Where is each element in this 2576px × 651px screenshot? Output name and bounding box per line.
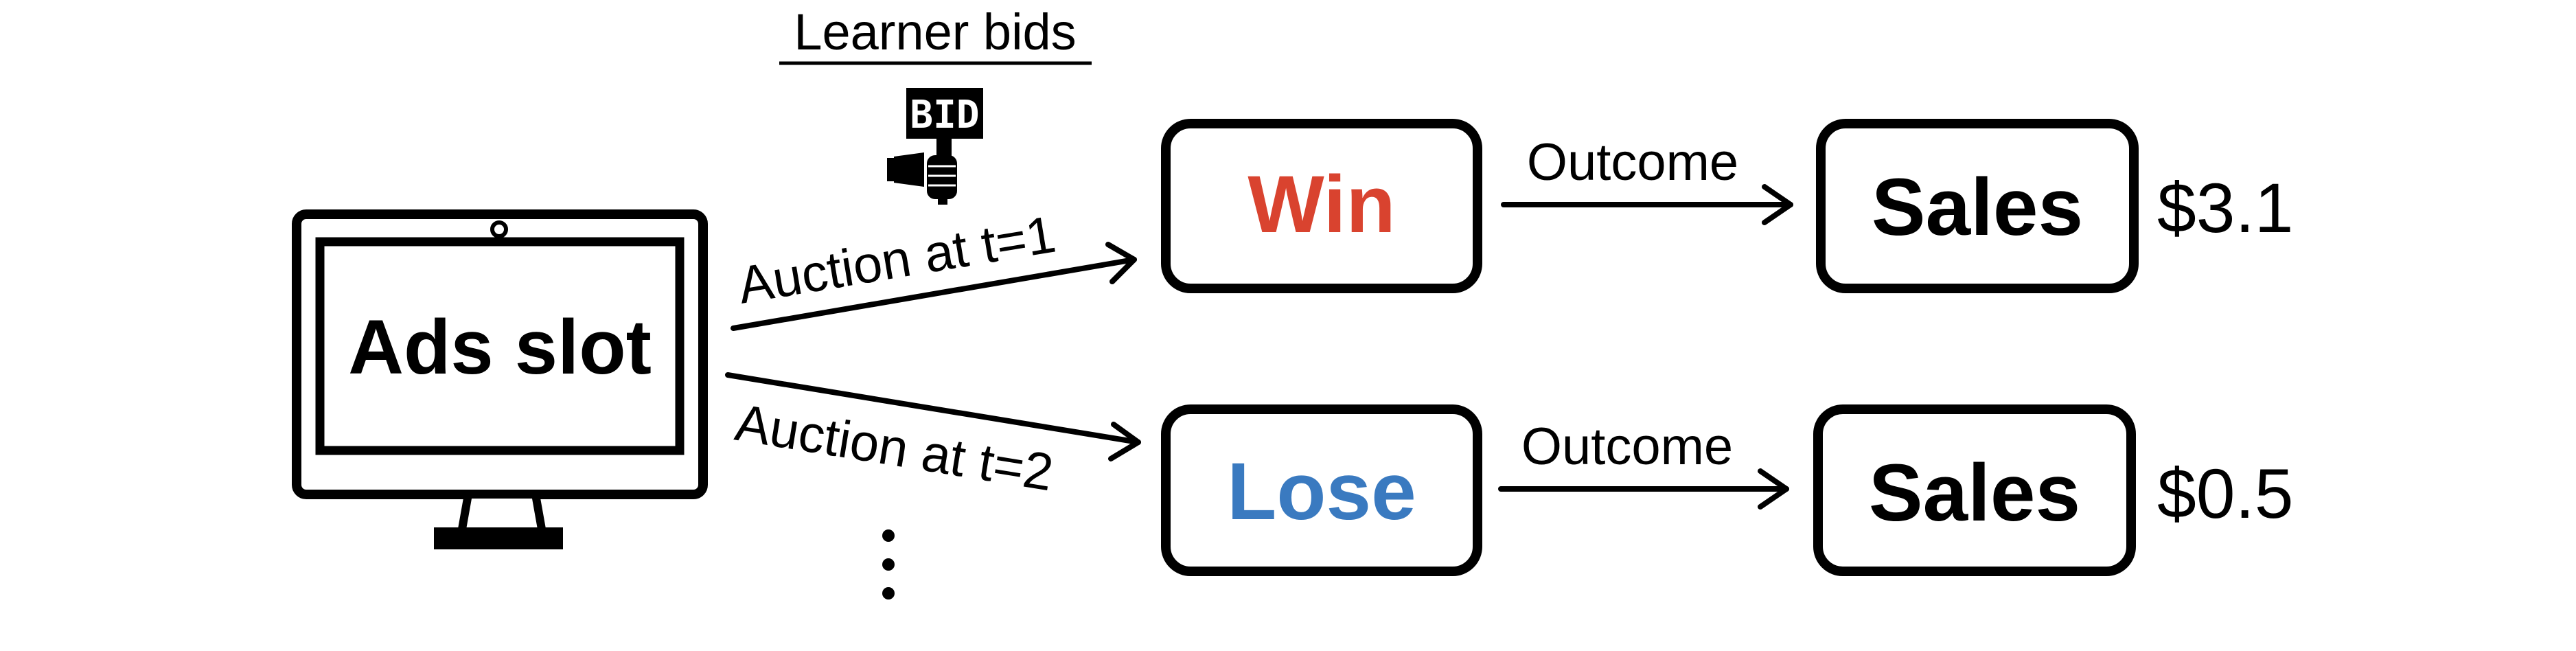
sales-box-1: Sales (1816, 119, 2139, 293)
monitor-stand-base (434, 527, 563, 549)
auction-arrow-1 (731, 242, 1137, 331)
bid-paddle-icon: BID (887, 88, 983, 205)
more-auctions-ellipsis (882, 529, 895, 599)
sales-label-1: Sales (1872, 162, 2083, 253)
sales-value-1: $3.1 (2157, 169, 2294, 247)
auction-label-2: Auction at t=2 (731, 393, 1057, 503)
auction-arrow-2 (725, 372, 1141, 461)
lose-box: Lose (1161, 404, 1482, 576)
sales-value-2: $0.5 (2157, 455, 2294, 533)
sales-label-2: Sales (1869, 448, 2080, 538)
lose-label: Lose (1227, 446, 1416, 537)
ads-slot-monitor: Ads slot (292, 209, 708, 549)
bid-sign-text: BID (910, 93, 979, 137)
outcome-label-2: Outcome (1521, 418, 1733, 476)
win-box: Win (1161, 119, 1482, 293)
sales-box-2: Sales (1813, 404, 2136, 576)
learner-bids-title: Learner bids (794, 3, 1076, 60)
win-label: Win (1247, 159, 1395, 250)
ads-slot-label: Ads slot (348, 304, 652, 390)
outcome-arrow-1 (1501, 184, 1793, 225)
monitor-camera-icon (490, 220, 508, 238)
outcome-label-1: Outcome (1527, 133, 1738, 192)
outcome-arrow-2 (1498, 468, 1789, 510)
